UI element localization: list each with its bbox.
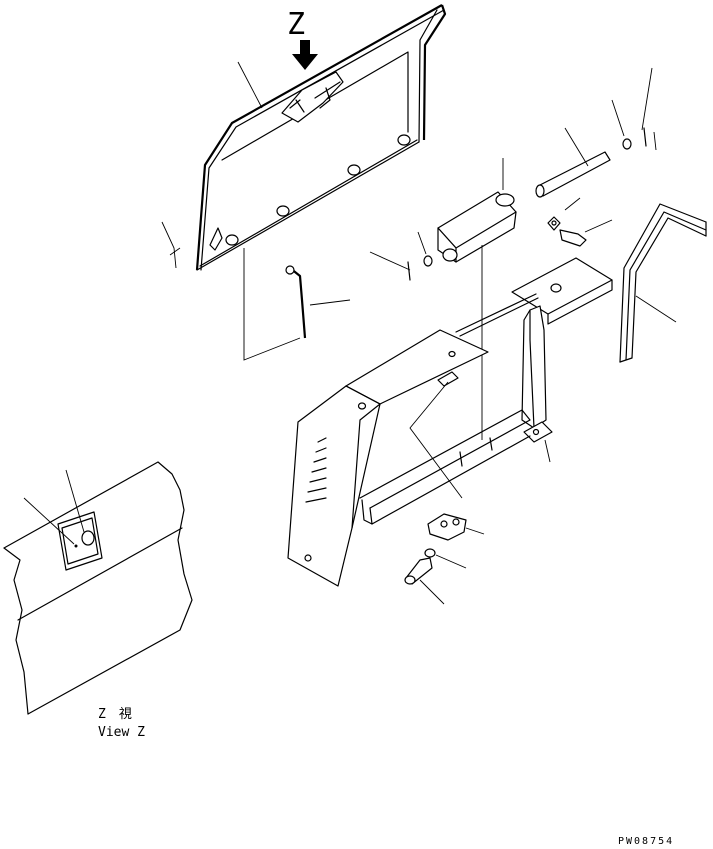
washer-small: [369, 231, 433, 281]
view-caption-jp: Z 視: [98, 707, 132, 722]
weather-strip: [619, 203, 707, 363]
view-z-detail: [3, 461, 193, 715]
side-stay-bracket: [511, 257, 613, 463]
washer-mid: [547, 197, 581, 231]
drawing-code: PW08754: [618, 836, 674, 847]
side-cover: [287, 293, 539, 587]
stay-rod: [243, 248, 351, 361]
hinge-pin: [535, 127, 611, 198]
lower-clip: [427, 513, 485, 541]
panel-leader: [161, 61, 263, 269]
view-caption-en: View Z: [98, 725, 145, 740]
washer-top: [611, 99, 632, 150]
view-direction-arrow: [292, 40, 318, 70]
lower-washer: [424, 548, 467, 569]
hinge-bracket: [437, 158, 517, 440]
lower-bolt: [404, 557, 445, 605]
split-pin-top: [641, 67, 657, 151]
top-cover-panel: [195, 4, 447, 271]
bolt-mid: [559, 219, 613, 247]
view-letter: Z: [287, 7, 305, 42]
